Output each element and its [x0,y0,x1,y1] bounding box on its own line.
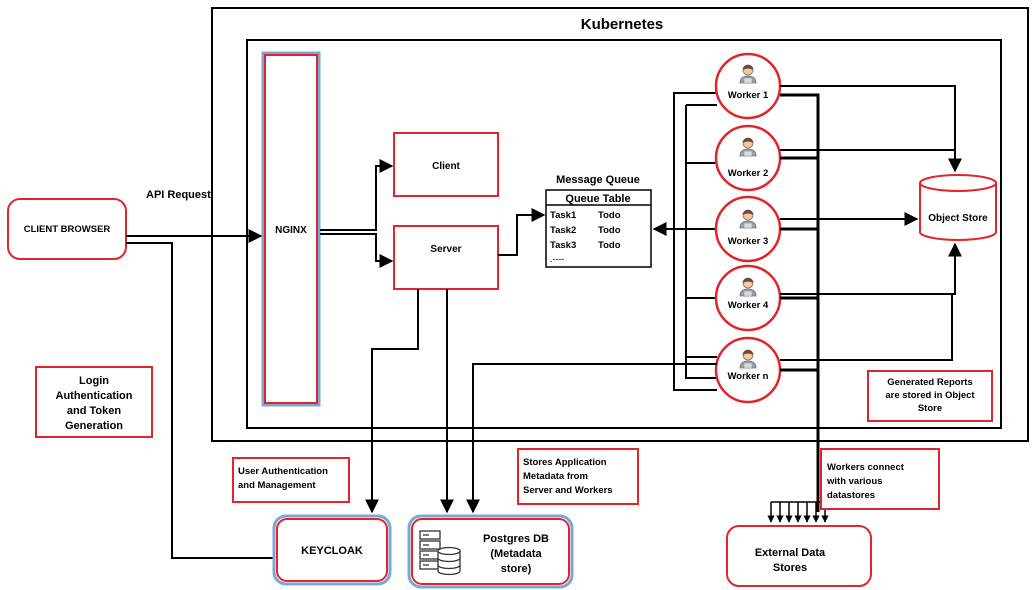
object-store-label: Object Store [928,213,988,224]
login-note-box [35,366,153,438]
client-browser-label: CLIENT BROWSER [24,224,111,235]
postgres-label-line3: store) [501,563,532,575]
nginx-label: NGINX [275,225,307,236]
queue-task-3: Task3 [550,240,576,251]
client-browser-box [7,198,127,260]
api-request-label: API Request [146,189,211,201]
external-label-line2: Stores [773,562,807,574]
workers-connect-note-line1: Workers connect [827,462,905,473]
queue-task-1: Task1 [550,210,577,221]
nginx-box [261,51,321,407]
login-note-line4: Generation [65,420,123,432]
queue-status-2: Todo [598,225,621,236]
stores-app-note-line1: Stores Application [523,457,607,468]
cluster-inner-box [246,39,1002,429]
worker-3: Worker 3 [714,195,782,263]
stores-app-note-line2: Metadata from [523,471,588,482]
server-box [393,225,499,290]
stores-app-note-box [517,448,639,505]
keycloak-box [272,514,392,586]
worker-1: Worker 1 [714,52,782,120]
kubernetes-cluster-box [211,7,1029,442]
user-auth-note-line2: and Management [238,480,316,491]
queue-table [545,189,652,268]
external-label-line1: External Data [755,547,826,559]
svg-text:Worker 1: Worker 1 [728,90,769,101]
keycloak-label: KEYCLOAK [301,545,363,557]
queue-table-header: Queue Table [565,193,630,205]
external-data-stores-box [726,525,872,587]
queue-more: .---- [550,254,565,264]
svg-text:Worker 3: Worker 3 [728,236,768,247]
database-icon [419,530,461,576]
worker-2: Worker 2 [714,124,782,192]
queue-status-1: Todo [598,210,621,221]
reports-note-line1: Generated Reports [887,377,973,388]
login-note-line3: and Token [67,405,121,417]
login-note-line1: Login [79,375,109,387]
reports-note-line2: are stored in Object [885,390,975,401]
object-store: Object Store [919,174,997,241]
user-auth-note-box [232,457,350,503]
postgres-label-line1: Postgres DB [483,533,549,545]
login-note-line2: Authentication [56,390,133,402]
stores-app-note-line3: Server and Workers [523,485,613,496]
svg-text:Worker n: Worker n [727,371,768,382]
workers-connect-note-line2: with various [826,476,882,487]
workers-connect-note-box [820,448,940,510]
client-box [393,132,499,197]
message-queue-title: Message Queue [556,174,640,186]
server-label: Server [430,244,461,255]
user-auth-note-line1: User Authentication [238,466,328,477]
worker-4: Worker 4 [714,264,782,332]
queue-task-2: Task2 [550,225,576,236]
workers-connect-note-line3: datastores [827,490,875,501]
svg-text:Worker 4: Worker 4 [728,300,769,311]
client-label: Client [432,161,460,172]
kubernetes-title: Kubernetes [581,16,664,33]
worker-n: Worker n [714,336,782,404]
reports-note-line3: Store [918,403,942,414]
queue-status-3: Todo [598,240,621,251]
postgres-label-line2: (Metadata [490,548,542,560]
reports-note-box [867,370,993,422]
svg-text:Worker 2: Worker 2 [728,168,768,179]
